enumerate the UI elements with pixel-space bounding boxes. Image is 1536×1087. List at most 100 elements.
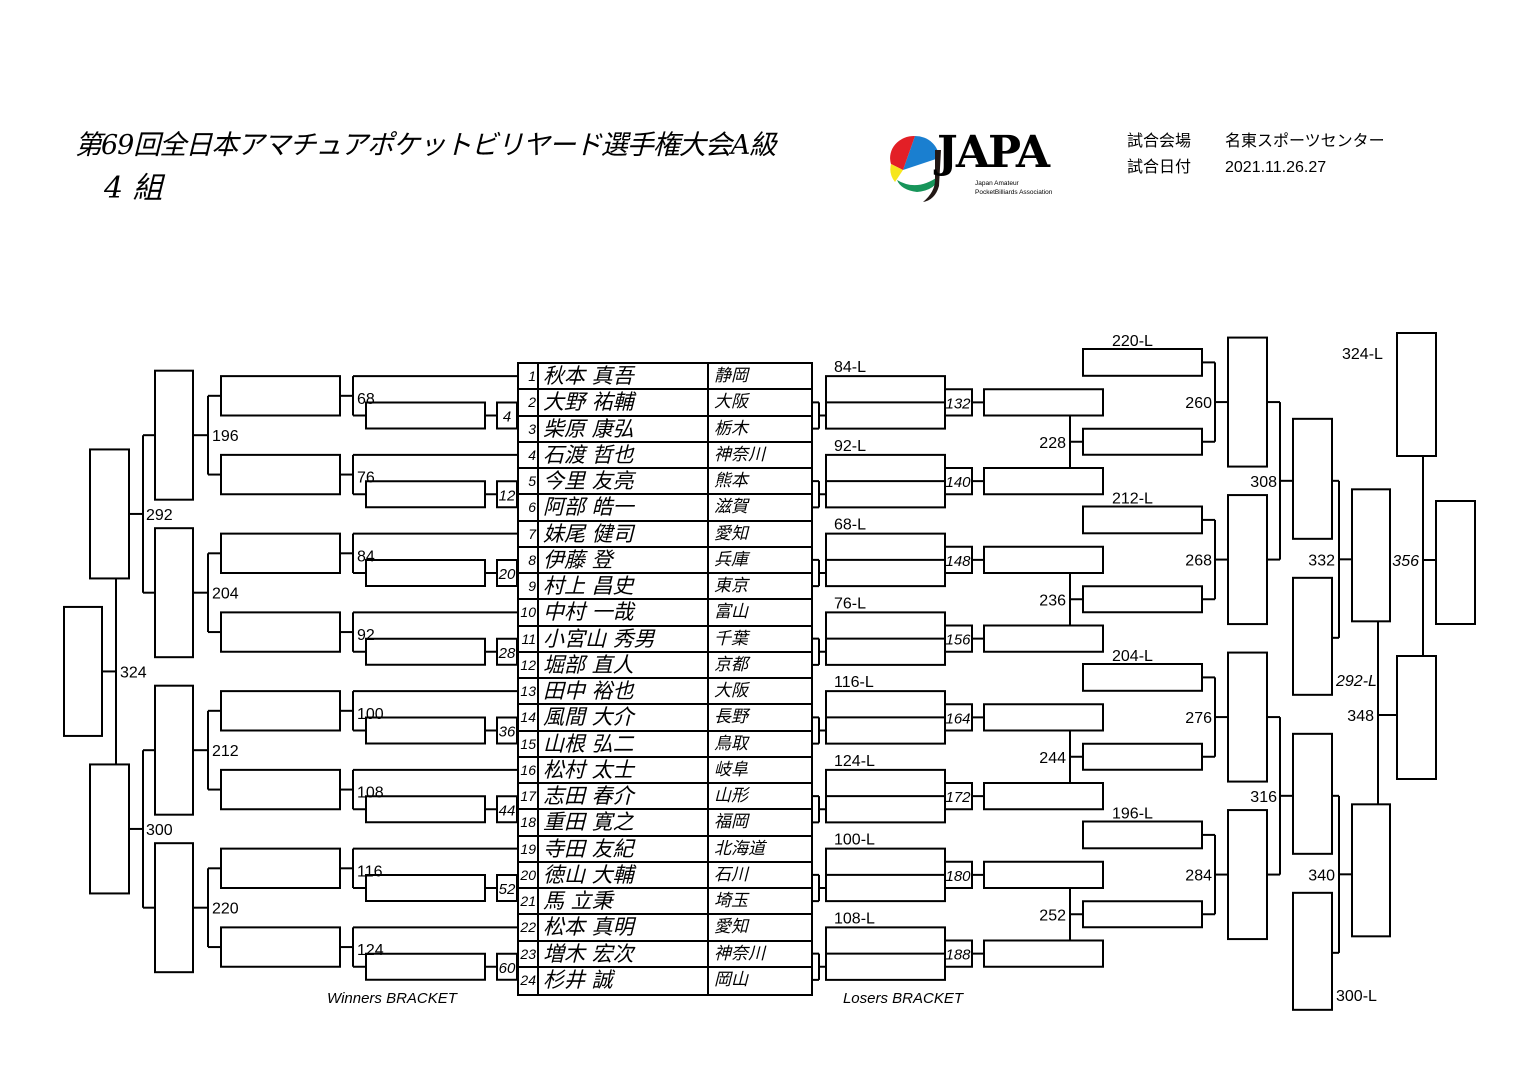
losers-drop-label: 124-L: [834, 753, 875, 770]
losers-r2-slot: [983, 703, 1104, 732]
player-number: 9: [519, 574, 539, 599]
player-number: 16: [519, 757, 539, 782]
winners-r2-match-number: 204: [212, 586, 239, 603]
losers-r5-slot: [1351, 803, 1391, 938]
losers-drop2-slot: [1082, 663, 1203, 692]
winners-r1-wait-number: 84: [357, 548, 375, 565]
losers-r2-match-number: 236: [1039, 592, 1066, 609]
winners-r1-slot: [365, 559, 486, 587]
player-prefecture: 熊本: [714, 471, 748, 491]
winners-r3-match-number: 300: [146, 822, 173, 839]
player-prefecture: 千葉: [714, 628, 748, 649]
player-name: 阿部 皓一: [539, 495, 709, 520]
player-name: 風間 大介: [539, 705, 709, 730]
winners-r1-match-number: 28: [498, 645, 516, 662]
player-name: 重田 寛之: [539, 810, 709, 835]
losers-r3-match-number: 284: [1185, 868, 1212, 885]
player-name: 杉井 誠: [539, 967, 709, 994]
player-prefecture: 滋賀: [714, 497, 748, 518]
player-name: 田中 裕也: [539, 679, 709, 704]
japa-logo: JAPA Japan Amateur PocketBilliards Assoc…: [887, 130, 1087, 202]
losers-drop-label: 220-L: [1112, 333, 1153, 350]
winners-r1-slot: [365, 637, 486, 666]
losers-drop-label: 300-L: [1336, 988, 1377, 1005]
losers-r1-match-number: 132: [945, 395, 971, 412]
losers-drop-label: 76-L: [834, 595, 866, 612]
player-number: 8: [519, 547, 539, 572]
player-number: 12: [519, 652, 539, 677]
losers-drop-label: 68-L: [834, 517, 866, 534]
losers-r2-winner-slot: [1082, 427, 1203, 456]
player-name: 村上 昌史: [539, 574, 709, 599]
losers-drop-label: 212-L: [1112, 491, 1153, 508]
losers-r4-slot: [1292, 732, 1333, 855]
losers-drop-label: 100-L: [834, 832, 875, 849]
losers-r2-match-number: 228: [1039, 435, 1066, 452]
logo-subtitle-1: Japan Amateur: [975, 180, 1019, 187]
losers-drop2-slot: [1082, 348, 1203, 377]
player-number: 5: [519, 469, 539, 494]
losers-drop-label: 108-L: [834, 910, 875, 927]
winners-r1-wait-number: 68: [357, 391, 375, 408]
player-number: 17: [519, 784, 539, 809]
losers-r5-match-number: 340: [1308, 867, 1335, 884]
player-prefecture: 石川: [714, 864, 748, 885]
losers-drop-label: 84-L: [834, 359, 866, 376]
date-label: 試合日付: [1127, 159, 1192, 176]
player-number: 23: [519, 941, 539, 966]
losers-drop-label: 292-L: [1335, 673, 1377, 690]
player-prefecture: 北海道: [714, 838, 765, 859]
player-prefecture: 富山: [714, 602, 748, 623]
losers-bracket-label: Losers BRACKET: [843, 990, 965, 1007]
losers-r2-slot: [983, 467, 1104, 496]
losers-r3-match-number: 276: [1185, 710, 1212, 727]
winners-r1-match-number: 4: [503, 409, 511, 426]
winners-r2-slot: [154, 842, 194, 974]
winners-r2-slot: [154, 369, 194, 501]
player-name: 松本 真明: [539, 915, 709, 940]
venue-value: 名東スポーツセンター: [1225, 133, 1385, 150]
winners-r2-slot: [154, 684, 194, 816]
losers-r1-match-number: 148: [945, 553, 971, 570]
player-prefecture: 埼玉: [714, 891, 748, 911]
losers-r3-slot: [1227, 336, 1268, 468]
winners-r1-match-number: 20: [498, 566, 516, 583]
player-prefecture: 栃木: [714, 418, 748, 439]
player-name: 小宮山 秀男: [539, 626, 709, 651]
winners-r1-slot: [365, 716, 486, 745]
player-number: 19: [519, 836, 539, 861]
losers-drop-label: 324-L: [1342, 346, 1383, 363]
logo-ball-icon: [890, 135, 941, 202]
losers-r1-match-number: 164: [945, 710, 970, 727]
winners-r2-slot: [154, 527, 194, 659]
player-prefecture: 京都: [714, 654, 748, 675]
player-number: 13: [519, 679, 539, 704]
winners-r2-match-number: 220: [212, 901, 239, 918]
winners-r3-match-number: 292: [146, 507, 173, 524]
winners-final-match-number: 324: [120, 664, 147, 681]
player-prefecture: 兵庫: [714, 549, 748, 570]
player-name: 徳山 大輔: [539, 862, 709, 887]
winners-r1-wait-slot: [220, 611, 341, 653]
player-number: 2: [519, 390, 539, 415]
winners-r1-wait-number: 116: [357, 863, 383, 880]
losers-drop3-slot: [1292, 891, 1333, 1011]
winners-r1-slot: [365, 795, 486, 824]
losers-r3-match-number: 268: [1185, 553, 1212, 570]
player-prefecture: 長野: [714, 707, 748, 728]
winners-r1-wait-slot: [220, 768, 341, 811]
losers-r5-match-number: 332: [1308, 552, 1335, 569]
player-name: 妹尾 健司: [539, 521, 709, 546]
